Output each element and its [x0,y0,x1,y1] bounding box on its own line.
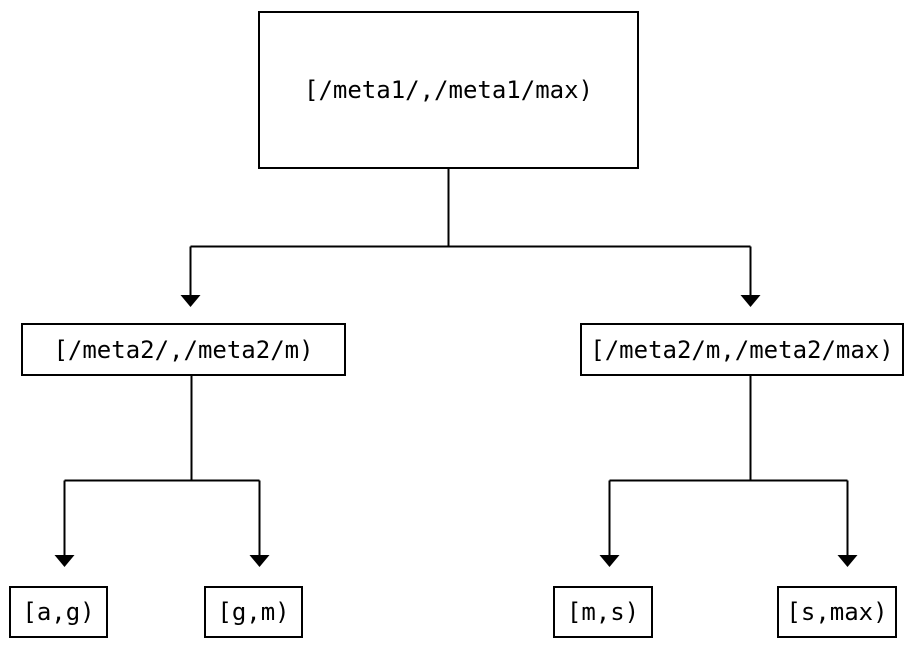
tree-node-leaf-gm[interactable]: [g,m) [204,586,303,638]
tree-node-meta2-low[interactable]: [/meta2/,/meta2/m) [21,323,346,376]
tree-node-leaf-smax-label: [s,max) [786,598,888,626]
edge-meta2-high-to-leaf-ms [599,376,752,567]
tree-node-leaf-ag[interactable]: [a,g) [9,586,108,638]
tree-node-leaf-ag-label: [a,g) [22,598,95,626]
tree-node-root-label: [/meta1/,/meta1/max) [304,76,593,104]
tree-node-meta2-high[interactable]: [/meta2/m,/meta2/max) [580,323,904,376]
edge-root-to-meta2-high [448,245,761,307]
tree-node-root[interactable]: [/meta1/,/meta1/max) [258,11,639,169]
edge-meta2-high-to-leaf-smax [750,479,858,567]
edge-meta2-low-to-leaf-gm [191,479,270,567]
edge-root-to-meta2-low [180,169,450,307]
edge-meta2-low-to-leaf-ag [54,376,193,567]
tree-node-leaf-ms[interactable]: [m,s) [553,586,653,638]
tree-node-leaf-smax[interactable]: [s,max) [777,586,897,638]
tree-node-leaf-ms-label: [m,s) [566,598,640,626]
tree-node-meta2-low-label: [/meta2/,/meta2/m) [53,335,314,364]
tree-node-leaf-gm-label: [g,m) [217,598,290,626]
tree-node-meta2-high-label: [/meta2/m,/meta2/max) [590,335,894,364]
